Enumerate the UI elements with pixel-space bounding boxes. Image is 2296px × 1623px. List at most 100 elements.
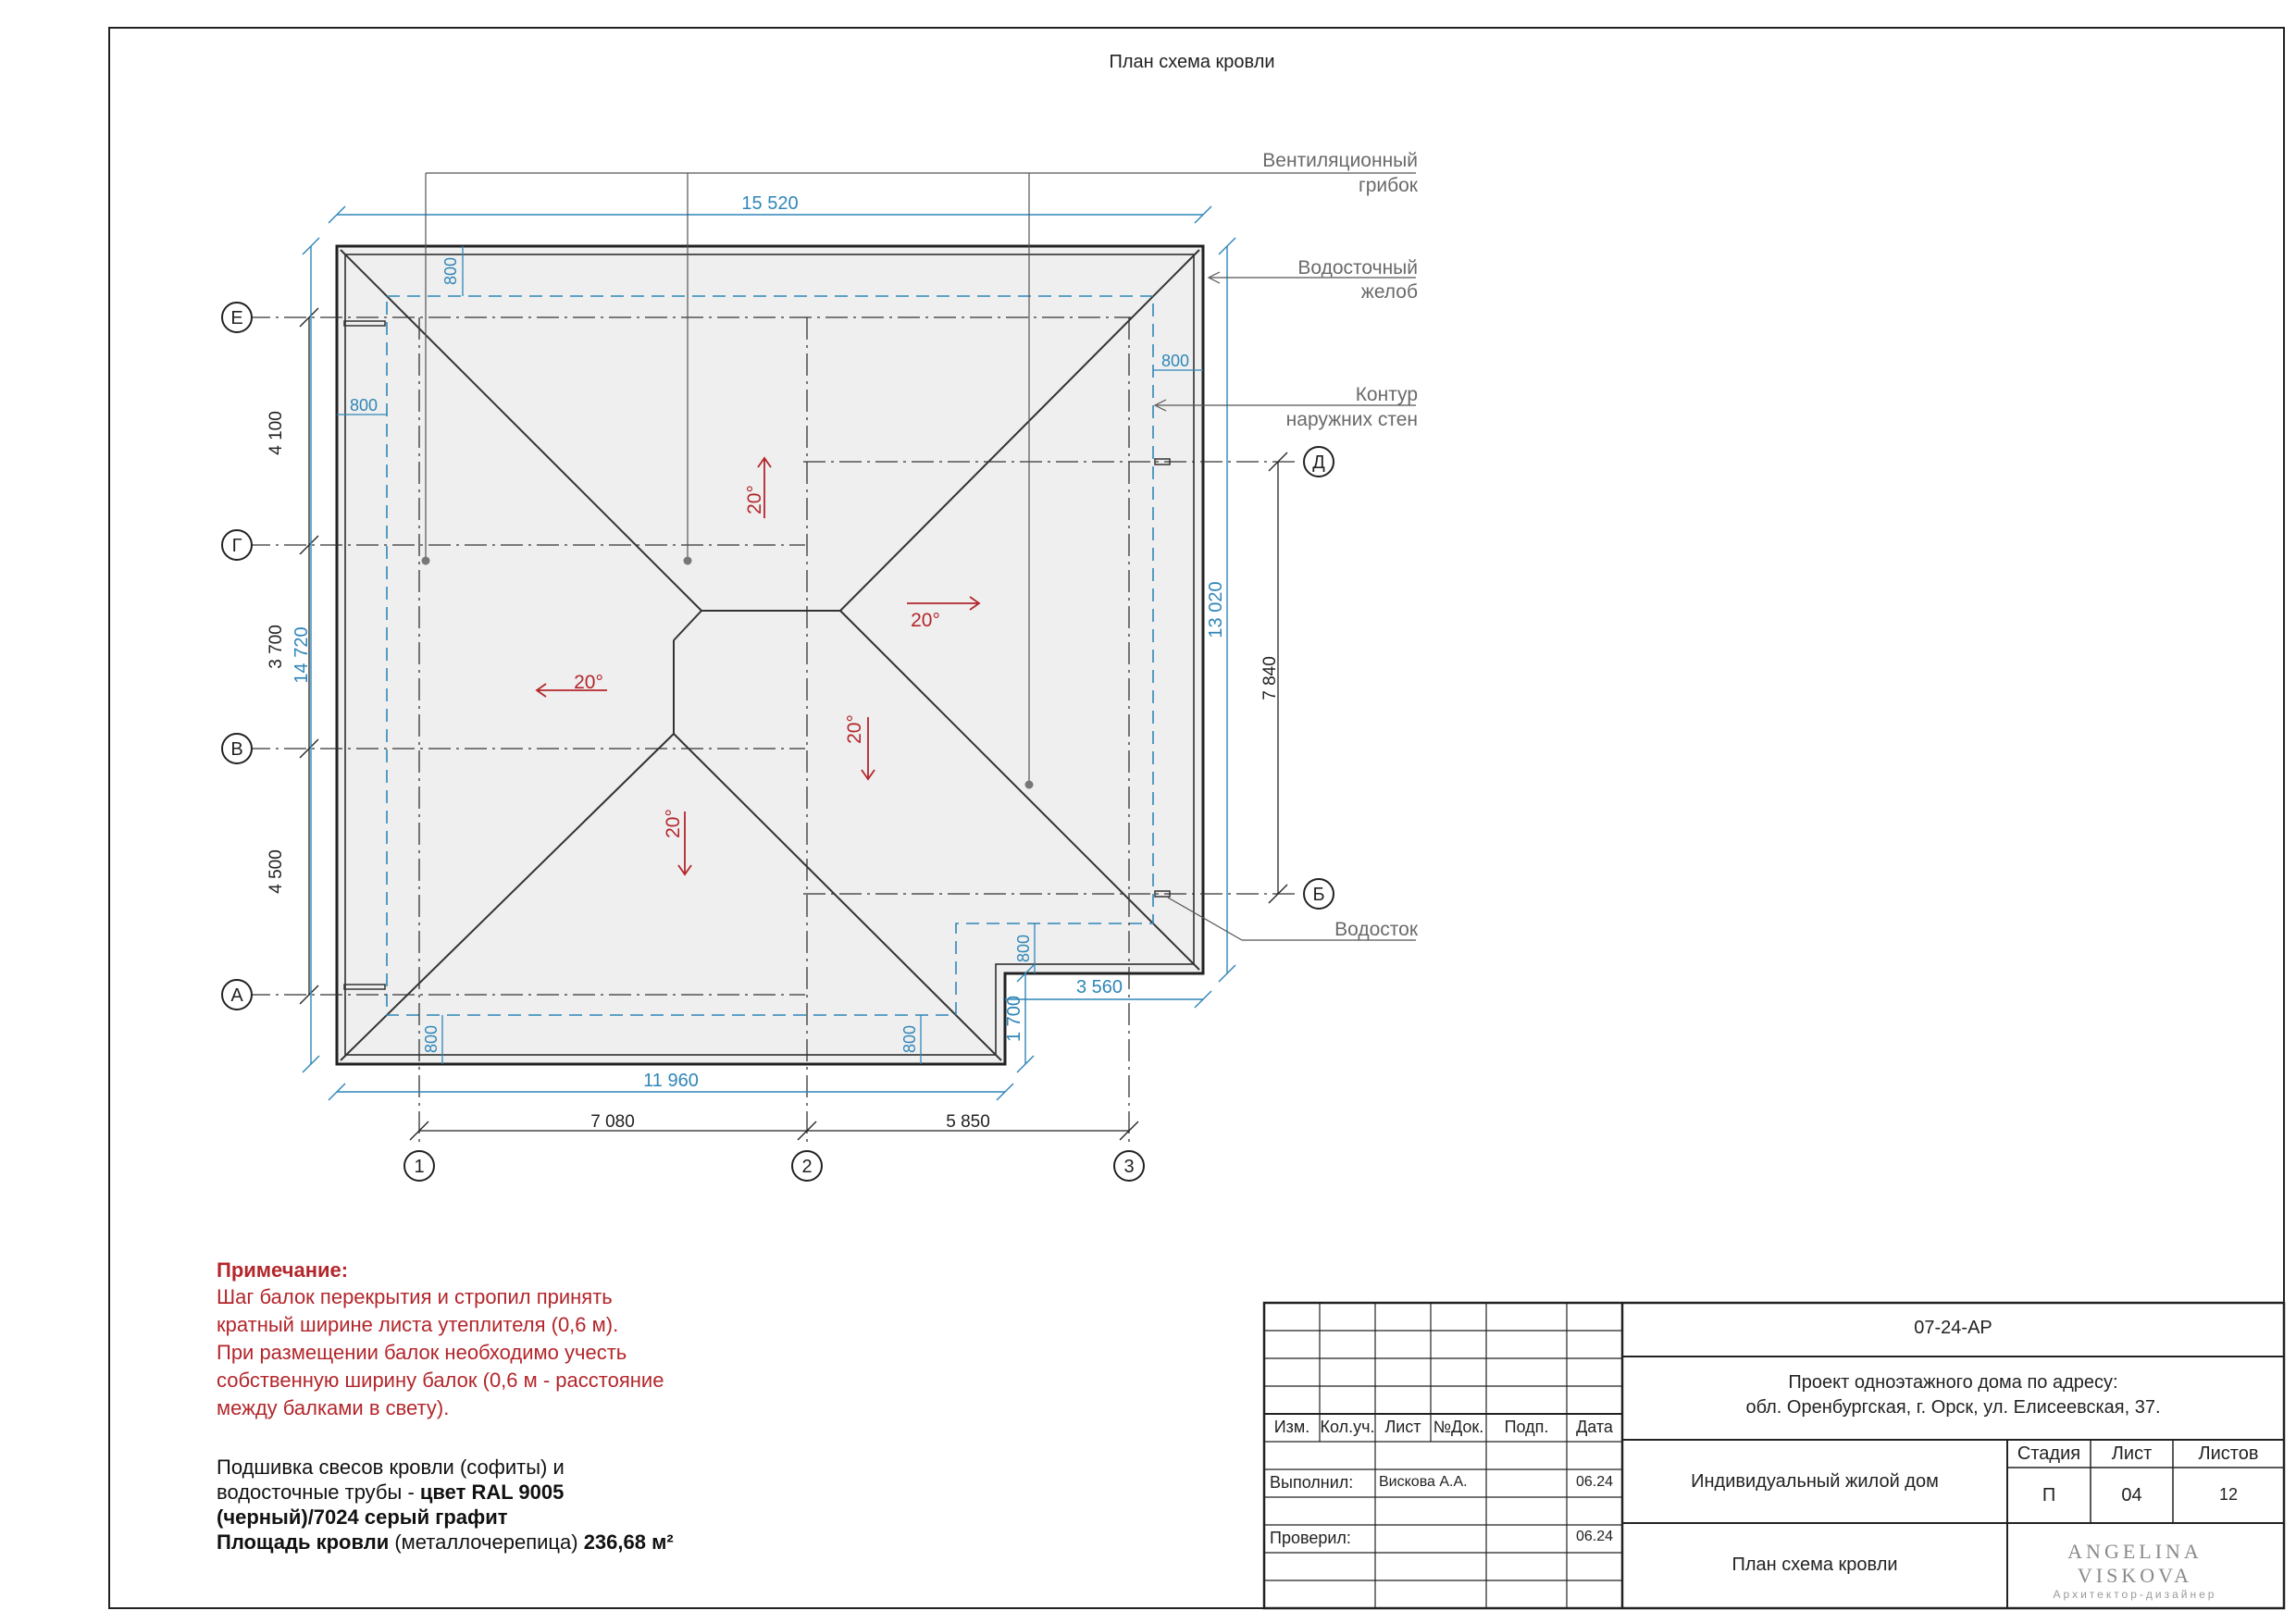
title-block-grid — [1262, 1301, 2286, 1610]
outer-walls-contour — [386, 295, 1154, 1016]
dim-overhang-bottom-left: 800 — [422, 1025, 441, 1053]
checked-label: Проверил: — [1270, 1529, 1351, 1547]
slope-label-left: 20° — [574, 672, 603, 693]
roof-ridges — [340, 249, 1200, 1061]
header-kol: Кол.уч. — [1320, 1418, 1375, 1436]
dim-overhang-top: 800 — [441, 257, 460, 285]
slope-arrows — [535, 456, 981, 876]
header-list: Лист — [1384, 1418, 1421, 1436]
dim-wing-width: 3 560 — [1076, 977, 1123, 997]
callout-gutter-1: Водосточный — [1297, 257, 1418, 279]
sheet-number: 04 — [2121, 1485, 2142, 1505]
callout-leaders — [1153, 271, 1416, 941]
callout-gutter-2: желоб — [1361, 281, 1418, 303]
axis-label-G: Г — [232, 536, 242, 556]
header-sign: Подп. — [1504, 1418, 1549, 1436]
dim-axis-V-A: 4 500 — [267, 849, 286, 894]
sheet-frame — [108, 27, 2285, 1609]
dim-axis-2-3: 5 850 — [946, 1112, 990, 1132]
vent-mushroom-icon — [1024, 780, 1034, 789]
performed-label: Выполнил: — [1270, 1473, 1354, 1492]
header-doc: №Док. — [1433, 1418, 1484, 1436]
spec-area-label: Площадь кровли — [217, 1530, 390, 1554]
dim-overhang-left: 800 — [350, 396, 378, 415]
roof-outline — [335, 244, 1205, 1066]
logo-name: ANGELINA VISKOVA — [2067, 1540, 2203, 1587]
overall-dimensions — [302, 205, 1236, 1101]
spec-line: (черный)/7024 серый графит — [217, 1505, 508, 1529]
dim-overhang-wing: 800 — [1014, 935, 1033, 962]
vent-mushroom-icon — [683, 556, 692, 565]
callout-walls-1: Контур — [1356, 384, 1418, 405]
spec-material: (металлочерепица) — [389, 1530, 584, 1554]
dim-wing-height: 1 700 — [1004, 996, 1024, 1042]
dim-axis-1-2: 7 080 — [590, 1112, 635, 1132]
axis-label-E: Е — [230, 308, 242, 328]
dim-overhang-bottom-right: 800 — [900, 1025, 919, 1053]
axis-label-3: 3 — [1123, 1157, 1134, 1177]
overhang-dimensions — [337, 246, 1203, 1064]
sheet-title: План схема кровли — [1109, 52, 1274, 72]
dim-overhang-right: 800 — [1161, 352, 1189, 370]
roof-spec: Подшивка свесов кровли (софиты) и водост… — [217, 1455, 809, 1555]
spec-text: водосточные трубы - — [217, 1481, 420, 1504]
stage-value: П — [2042, 1485, 2056, 1505]
axis-dimensions — [299, 307, 1288, 1141]
checked-date: 06.24 — [1575, 1529, 1614, 1544]
spec-color: цвет RAL 9005 — [419, 1481, 565, 1504]
dim-axis-G-V: 3 700 — [267, 625, 286, 669]
note-line: При размещении балок необходимо учесть — [217, 1341, 627, 1364]
callout-downpipe: Водосток — [1334, 919, 1419, 940]
performed-name: Вискова А.А. — [1379, 1474, 1468, 1490]
architect-logo: ANGELINA VISKOVA Архитектор-дизайнер — [2010, 1540, 2260, 1601]
stage-label: Стадия — [2017, 1443, 2081, 1464]
dim-axis-E-G: 4 100 — [267, 411, 286, 455]
callout-vent-2: грибок — [1359, 175, 1419, 196]
note-body: Шаг балок перекрытия и стропил принять к… — [217, 1283, 790, 1422]
sheet-name: План схема кровли — [1731, 1555, 1898, 1575]
slope-label-center: 20° — [844, 714, 865, 744]
slope-label-bottom: 20° — [663, 809, 684, 838]
axis-label-2: 2 — [801, 1157, 812, 1177]
note-line: Шаг балок перекрытия и стропил принять — [217, 1285, 613, 1308]
logo-subtitle: Архитектор-дизайнер — [2053, 1588, 2217, 1601]
axis-label-V: В — [230, 739, 242, 760]
axis-label-A: А — [230, 985, 243, 1006]
note-line: кратный ширине листа утеплителя (0,6 м). — [217, 1313, 619, 1336]
spec-line: водосточные трубы - цвет RAL 9005 — [217, 1480, 809, 1505]
vent-leaders — [425, 172, 1416, 781]
slope-label-right: 20° — [911, 610, 940, 631]
axis-label-B: Б — [1312, 885, 1324, 905]
sheets-label: Листов — [2198, 1443, 2259, 1464]
axis-label-1: 1 — [414, 1157, 424, 1177]
dim-overall-top: 15 520 — [741, 193, 798, 214]
callout-walls-2: наружних стен — [1286, 409, 1418, 430]
performed-date: 06.24 — [1575, 1474, 1614, 1490]
project-code: 07-24-АР — [1914, 1318, 1992, 1338]
note-line: собственную ширину балок (0,6 м - рассто… — [217, 1369, 664, 1392]
spec-line: Площадь кровли (металлочерепица) 236,68 … — [217, 1530, 809, 1555]
dim-overall-bottom: 11 960 — [643, 1071, 699, 1091]
spec-area-value: 236,68 м² — [583, 1530, 674, 1554]
spec-line: Подшивка свесов кровли (софиты) и — [217, 1456, 565, 1479]
project-address-1: Проект одноэтажного дома по адресу: — [1788, 1372, 2118, 1393]
sheets-total: 12 — [2218, 1485, 2239, 1504]
callout-vent-1: Вентиляционный — [1262, 150, 1418, 171]
axis-bubbles: Е Г В А Д Б 1 2 3 — [221, 302, 1334, 1182]
slope-label-top: 20° — [744, 485, 765, 514]
header-date: Дата — [1576, 1418, 1613, 1436]
header-izm: Изм. — [1273, 1418, 1310, 1436]
building-name: Индивидуальный жилой дом — [1691, 1471, 1939, 1492]
sheet-label: Лист — [2111, 1443, 2153, 1464]
project-address-2: обл. Оренбургская, г. Орск, ул. Елисеевс… — [1745, 1397, 2161, 1418]
dim-overall-right: 13 020 — [1206, 581, 1226, 638]
note-heading: Примечание: — [217, 1258, 349, 1282]
downpipe-icons — [343, 320, 1171, 990]
axis-label-D: Д — [1312, 452, 1325, 473]
vent-mushroom-icon — [421, 556, 430, 565]
axis-grid — [248, 316, 1296, 1147]
dim-overall-left: 14 720 — [292, 626, 312, 683]
dim-axis-D-B: 7 840 — [1260, 656, 1280, 700]
note-line: между балками в свету). — [217, 1396, 450, 1419]
